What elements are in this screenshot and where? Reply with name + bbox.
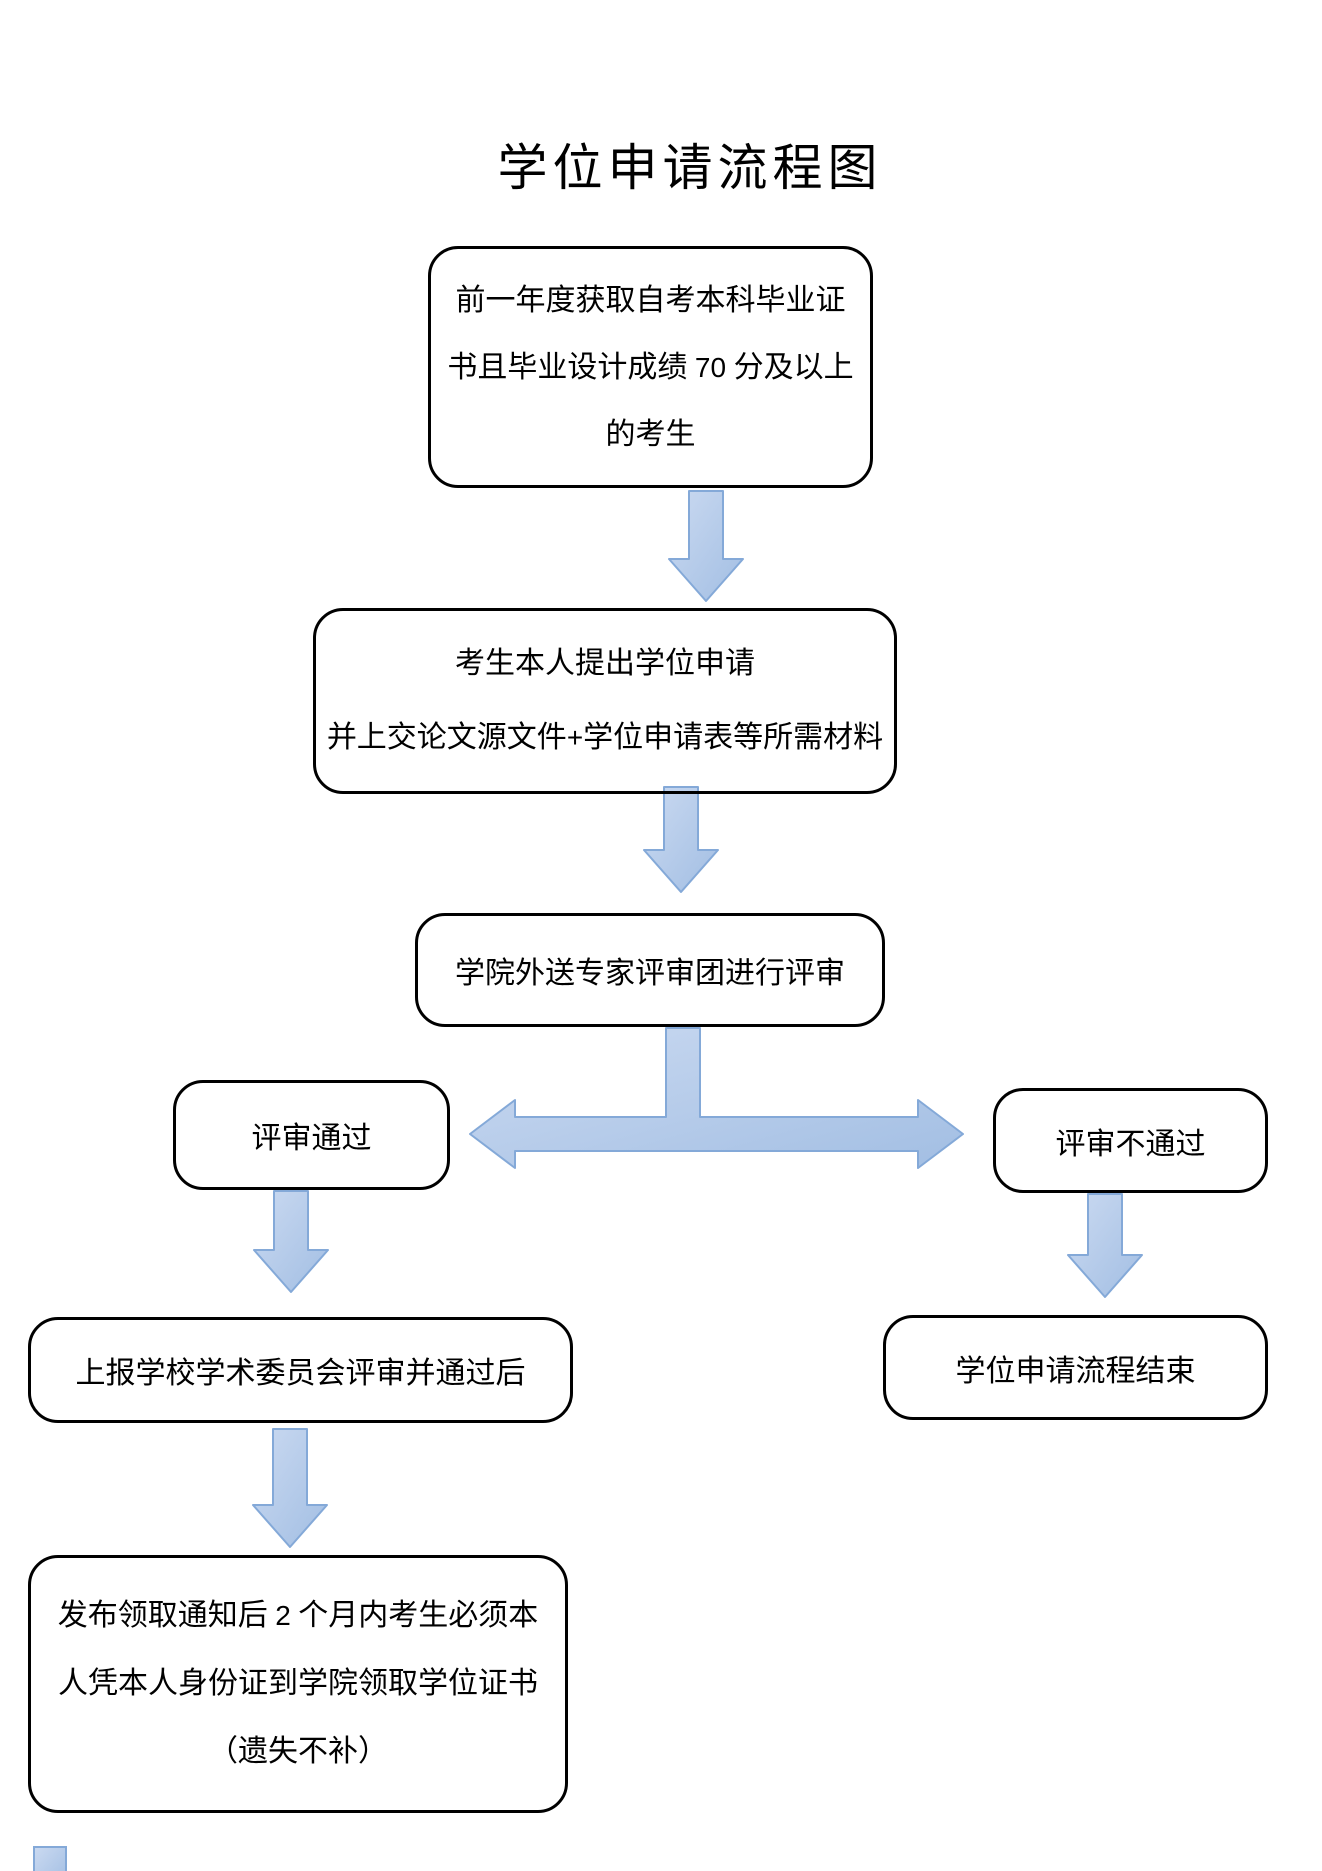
flow-box-application: 考生本人提出学位申请 并上交论文源文件+学位申请表等所需材料 — [313, 608, 897, 794]
box-text-line: 前一年度获取自考本科毕业证 — [455, 283, 846, 317]
down-arrow-icon — [1067, 1193, 1143, 1298]
box-text-line: 发布领取通知后 2 个月内考生必须本 — [57, 1599, 539, 1632]
box-text-line: 评审通过 — [251, 1122, 372, 1155]
box-text-line: 学院外送专家评审团进行评审 — [455, 957, 845, 990]
flow-box-review-passed: 评审通过 — [173, 1080, 450, 1190]
down-arrow-icon — [253, 1190, 329, 1293]
flow-box-review-failed: 评审不通过 — [993, 1088, 1268, 1193]
flow-box-eligibility: 前一年度获取自考本科毕业证 书且毕业设计成绩 70 分及以上 的考生 — [428, 246, 873, 488]
box-text-line: 考生本人提出学位申请 — [455, 647, 755, 680]
box-text-line: 并上交论文源文件+学位申请表等所需材料 — [326, 721, 884, 754]
box-text-line: 评审不通过 — [1055, 1127, 1206, 1161]
flow-box-process-end: 学位申请流程结束 — [883, 1315, 1268, 1420]
split-left-right-arrow-icon — [440, 1027, 994, 1175]
page-title: 学位申请流程图 — [497, 140, 883, 196]
box-text-line: 学位申请流程结束 — [955, 1354, 1196, 1388]
flow-box-review: 学院外送专家评审团进行评审 — [415, 913, 885, 1027]
clipped-arrow-fragment-icon — [33, 1846, 67, 1871]
flow-box-certificate-collection: 发布领取通知后 2 个月内考生必须本 人凭本人身份证到学院领取学位证书 （遗失不… — [28, 1555, 568, 1813]
flow-box-committee: 上报学校学术委员会评审并通过后 — [28, 1317, 573, 1423]
down-arrow-icon — [668, 490, 744, 602]
box-text-line: 上报学校学术委员会评审并通过后 — [75, 1357, 526, 1390]
box-text-line: 人凭本人身份证到学院领取学位证书 — [58, 1667, 538, 1700]
box-text-line: 的考生 — [605, 417, 696, 451]
box-text-line: 书且毕业设计成绩 70 分及以上 — [447, 350, 854, 384]
down-arrow-icon — [643, 786, 719, 893]
down-arrow-icon — [252, 1428, 328, 1548]
box-text-line: （遗失不补） — [208, 1735, 388, 1768]
